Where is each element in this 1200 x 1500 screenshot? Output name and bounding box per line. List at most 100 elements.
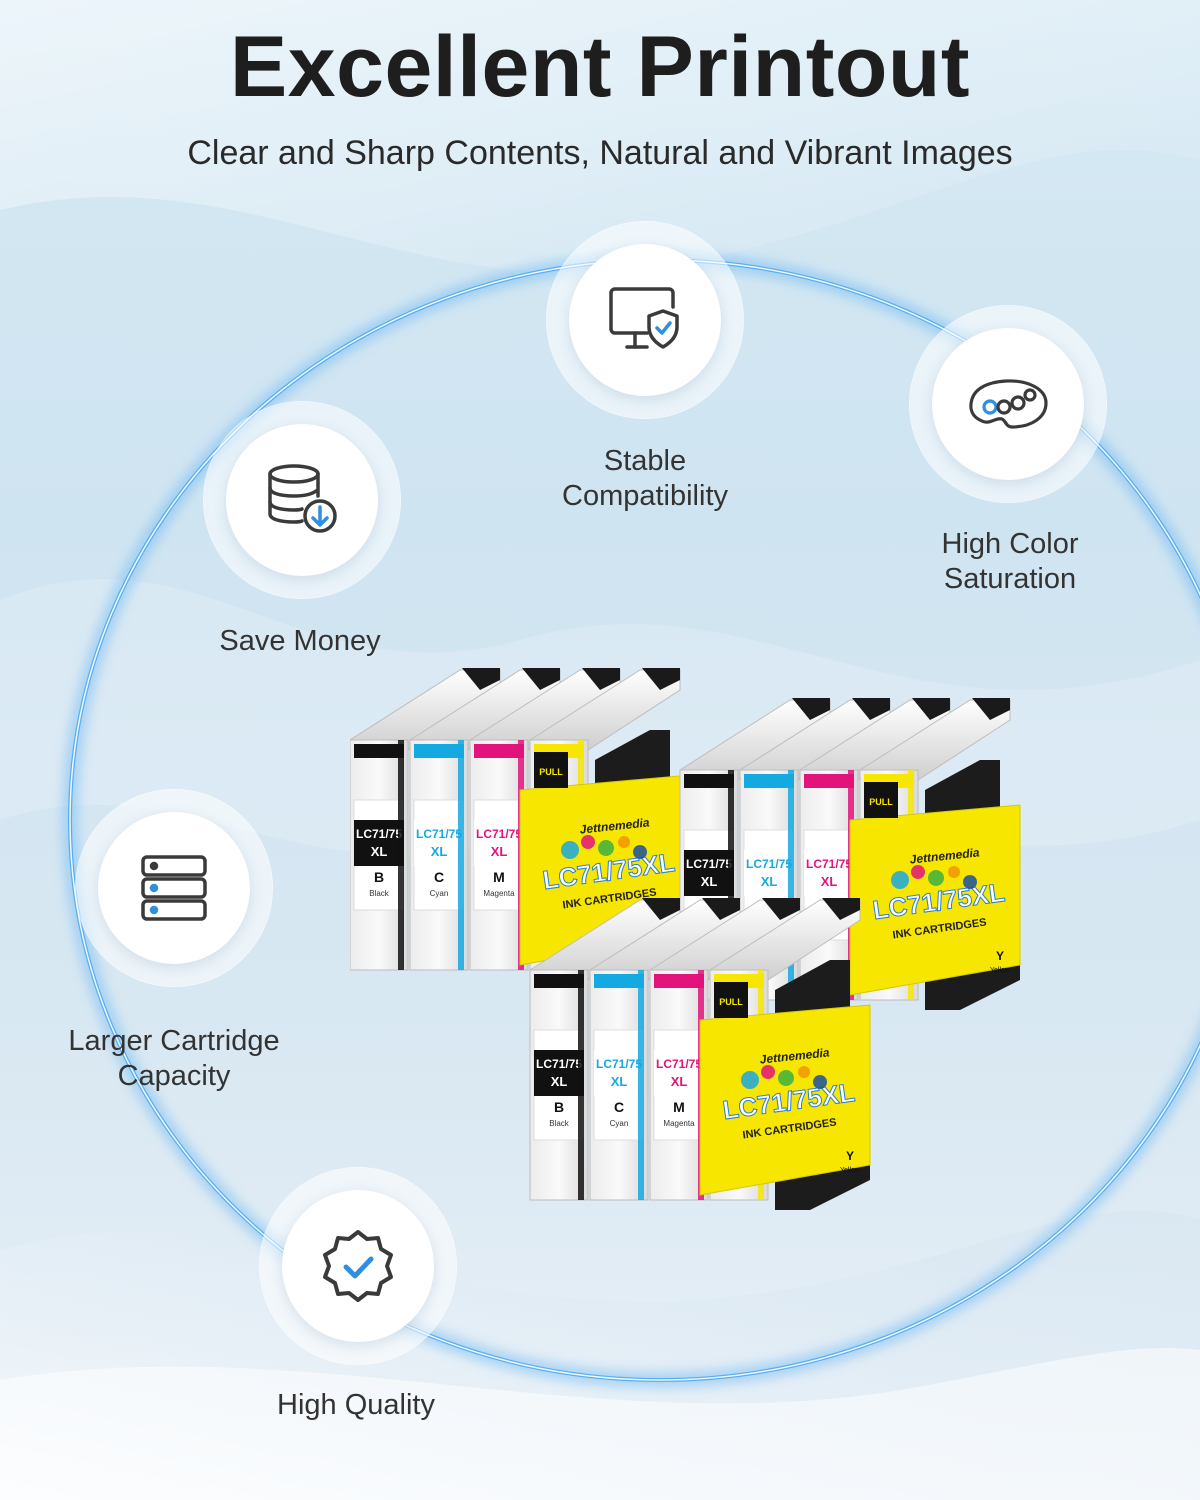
cartridge-label-band xyxy=(594,1050,644,1096)
cartridge-label-band xyxy=(414,820,464,866)
palette-icon xyxy=(969,379,1048,429)
cartridge-label-band xyxy=(354,820,404,866)
pull-tab xyxy=(714,982,748,1018)
cartridge-cyan: LC71/75XL C Cyan xyxy=(589,969,649,1201)
cartridge-size-text: XL xyxy=(671,1074,688,1089)
cartridge-side-strip xyxy=(578,970,584,1200)
package-color-name: Yellow xyxy=(990,967,1011,974)
cartridge-model-text: LC71/75 xyxy=(656,1057,702,1071)
cartridge-cap xyxy=(762,898,800,920)
cartridge-pack: LC71/75XL B Black LC71/75XL C Cyan LC71/75XL MM… xyxy=(350,668,691,980)
verified-badge-icon xyxy=(323,1230,393,1302)
pull-tab xyxy=(534,752,568,788)
cartridge-cap xyxy=(522,668,560,690)
cartridge-size-text: XL xyxy=(371,844,388,859)
cartridge-magenta: LC71/75XL M Magenta xyxy=(649,969,709,1201)
page-title: Excellent Printout xyxy=(229,19,971,115)
database-download-icon xyxy=(268,464,337,533)
cartridge-cap xyxy=(822,898,860,920)
cartridge-side-strip xyxy=(728,770,734,1000)
feature-label-high-quality: High Quality xyxy=(277,1389,435,1421)
ink-cartridges-product-image: LC71/75XLBBlackLC71/75XLCCyanLC71/75XLMM… xyxy=(350,668,1021,1210)
cartridge-model-text: LC71/75 xyxy=(746,857,792,871)
cartridge-letter: B xyxy=(554,1099,564,1115)
cartridge-size-text: XL xyxy=(551,1074,568,1089)
cartridge-cap xyxy=(462,668,500,690)
cartridge-color-band xyxy=(654,974,704,988)
cartridge-cap xyxy=(642,898,680,920)
cartridge-size-text: XL xyxy=(821,874,838,889)
cartridge-black: LC71/75XL B Black xyxy=(350,739,409,971)
cartridge-color-band xyxy=(594,974,644,988)
cartridge-side-strip xyxy=(458,740,464,970)
cartridge-cap xyxy=(852,698,890,720)
cartridge-cap xyxy=(912,698,950,720)
cartridge-color-band xyxy=(474,744,524,758)
feature-label-stable-compatibility: Stable Compatibility xyxy=(562,445,728,512)
pull-text: PULL xyxy=(719,997,743,1007)
pull-tab xyxy=(864,782,898,818)
cartridge-color-name: Black xyxy=(369,889,390,898)
cartridge-cap xyxy=(582,668,620,690)
cartridge-cap xyxy=(792,698,830,720)
cartridge-cap xyxy=(972,698,1010,720)
cartridge-color-name: Cyan xyxy=(610,1119,629,1128)
cartridge-model-text: LC71/75 xyxy=(686,857,732,871)
package-sleeve xyxy=(849,804,1021,996)
feature-high-quality xyxy=(260,1168,460,1368)
cartridge-size-text: XL xyxy=(761,874,778,889)
feature-label-larger-cartridge-capacity: Larger Cartridge Capacity xyxy=(68,1025,280,1092)
cartridge-cyan: LC71/75XL C Cyan xyxy=(409,739,469,971)
page-subtitle: Clear and Sharp Contents, Natural and Vi… xyxy=(187,134,1013,172)
cartridge-color-name: Magenta xyxy=(483,889,515,898)
cartridge-model-text: LC71/75 xyxy=(596,1057,642,1071)
package-letter: Y xyxy=(996,949,1004,963)
cartridge-cap xyxy=(702,898,740,920)
cartridge-label-band xyxy=(474,820,524,866)
cartridge-size-text: XL xyxy=(611,1074,628,1089)
cartridge-color-band xyxy=(684,774,734,788)
cartridge-letter: M xyxy=(493,869,505,885)
cartridge-model-text: LC71/75 xyxy=(806,857,852,871)
cartridge-model-text: LC71/75 xyxy=(476,827,522,841)
cartridge-color-name: Cyan xyxy=(430,889,449,898)
cartridge-packs: LC71/75XLBBlackLC71/75XLCCyanLC71/75XLMM… xyxy=(350,668,1021,1210)
feature-save-money xyxy=(204,402,404,602)
cartridge-color-name: Magenta xyxy=(663,1119,695,1128)
cartridge-label-band xyxy=(654,1050,704,1096)
cartridge-label-band xyxy=(684,850,734,896)
cartridge-size-text: XL xyxy=(431,844,448,859)
pull-text: PULL xyxy=(539,767,563,777)
cartridge-size-text: XL xyxy=(491,844,508,859)
cartridge-letter: M xyxy=(673,1099,685,1115)
package-color-name: Yellow xyxy=(840,1167,861,1174)
cartridge-letter: B xyxy=(374,869,384,885)
cartridge-color-name: Black xyxy=(549,1119,570,1128)
cartridge-model-text: LC71/75 xyxy=(536,1057,582,1071)
feature-label-high-color-saturation: High Color Saturation xyxy=(941,528,1079,595)
cartridge-label-band xyxy=(744,850,794,896)
cartridge-model-text: LC71/75 xyxy=(356,827,402,841)
cartridge-color-band xyxy=(534,974,584,988)
cartridge-color-band xyxy=(744,774,794,788)
cartridge-side-strip xyxy=(788,770,794,1000)
cartridge-label-band xyxy=(804,850,854,896)
cartridge-model-text: LC71/75 xyxy=(416,827,462,841)
cartridge-letter: C xyxy=(614,1099,624,1115)
cartridge-magenta: LC71/75XL M Magenta xyxy=(469,739,529,971)
paint-splash xyxy=(561,835,647,859)
cartridge-side-strip xyxy=(398,740,404,970)
server-stack-icon xyxy=(141,855,207,921)
monitor-shield-icon xyxy=(609,287,679,349)
cartridge-color-band xyxy=(414,744,464,758)
cartridge-pack: LC71/75XL B Black LC71/75XL C Cyan LC71/75XL MM… xyxy=(529,898,871,1210)
paint-splash xyxy=(741,1065,827,1089)
feature-stable-compatibility xyxy=(547,222,747,422)
cartridge-color-band xyxy=(804,774,854,788)
package-sleeve xyxy=(699,1004,871,1196)
cartridge-letter: C xyxy=(434,869,444,885)
cartridge-size-text: XL xyxy=(701,874,718,889)
cartridge-black: LC71/75XL B Black xyxy=(529,969,589,1201)
package-letter: Y xyxy=(846,1149,854,1163)
feature-high-color-saturation xyxy=(910,306,1110,506)
